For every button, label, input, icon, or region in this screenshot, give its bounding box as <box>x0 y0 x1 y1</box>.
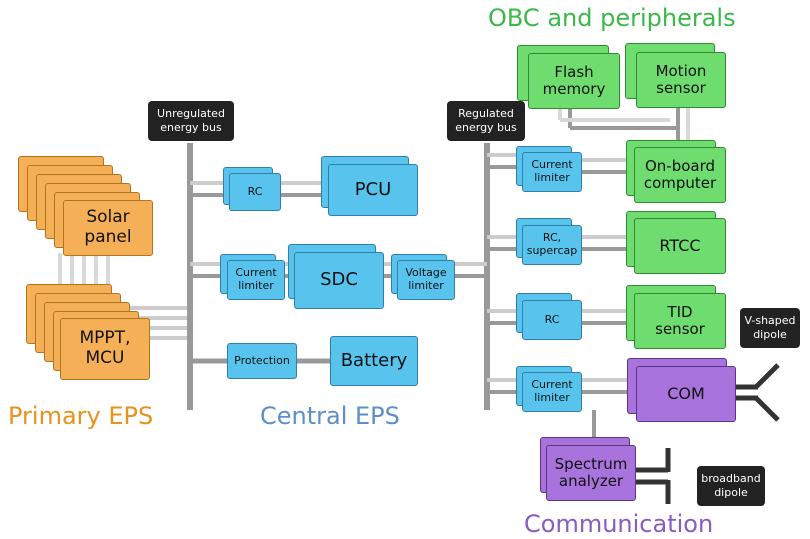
protection-block: Protection <box>227 343 297 379</box>
tid-sensor-block: TID sensor <box>634 293 726 349</box>
rtcc-block: RTCC <box>634 218 726 274</box>
spectrum-analyzer-block: Spectrum analyzer <box>546 445 636 501</box>
solar-mppt-links <box>58 253 110 285</box>
rc-supercap-block: RC, supercap <box>522 225 582 265</box>
central-eps-title: Central EPS <box>260 402 400 430</box>
current-limiter-block-com: Current limiter <box>522 372 582 412</box>
motion-sensor-block: Motion sensor <box>636 52 726 108</box>
current-limiter-block-sdc: Current limiter <box>227 260 285 300</box>
mppt-mcu-block: MPPT, MCU <box>60 318 150 380</box>
unregulated-bus-label: Unregulated energy bus <box>148 101 234 141</box>
communication-title: Communication <box>524 510 714 538</box>
battery-block: Battery <box>330 336 418 386</box>
com-block: COM <box>636 366 736 422</box>
current-limiter-block-obc: Current limiter <box>522 152 582 192</box>
regulated-bus-label: Regulated energy bus <box>447 101 525 141</box>
rc-block-front: RC <box>229 173 281 211</box>
voltage-limiter-block: Voltage limiter <box>397 260 455 300</box>
broadband-dipole-antenna <box>636 448 671 504</box>
flash-memory-block: Flash memory <box>528 53 620 109</box>
v-dipole-antenna <box>735 363 780 422</box>
obc-links <box>487 105 690 174</box>
on-board-computer-block: On-board computer <box>634 147 726 203</box>
sdc-block: SDC <box>294 252 384 309</box>
primary-eps-title: Primary EPS <box>8 402 154 430</box>
broadband-dipole-label: broadband dipole <box>697 466 765 506</box>
solar-panel-block: Solar panel <box>63 200 153 256</box>
rtcc-links <box>487 235 628 251</box>
pcu-block: PCU <box>328 164 418 216</box>
v-shaped-dipole-label: V-shaped dipole <box>740 308 800 348</box>
rc-block-tid: RC <box>522 300 582 340</box>
obc-peripherals-title: OBC and peripherals <box>488 4 736 32</box>
tid-links <box>487 309 628 325</box>
